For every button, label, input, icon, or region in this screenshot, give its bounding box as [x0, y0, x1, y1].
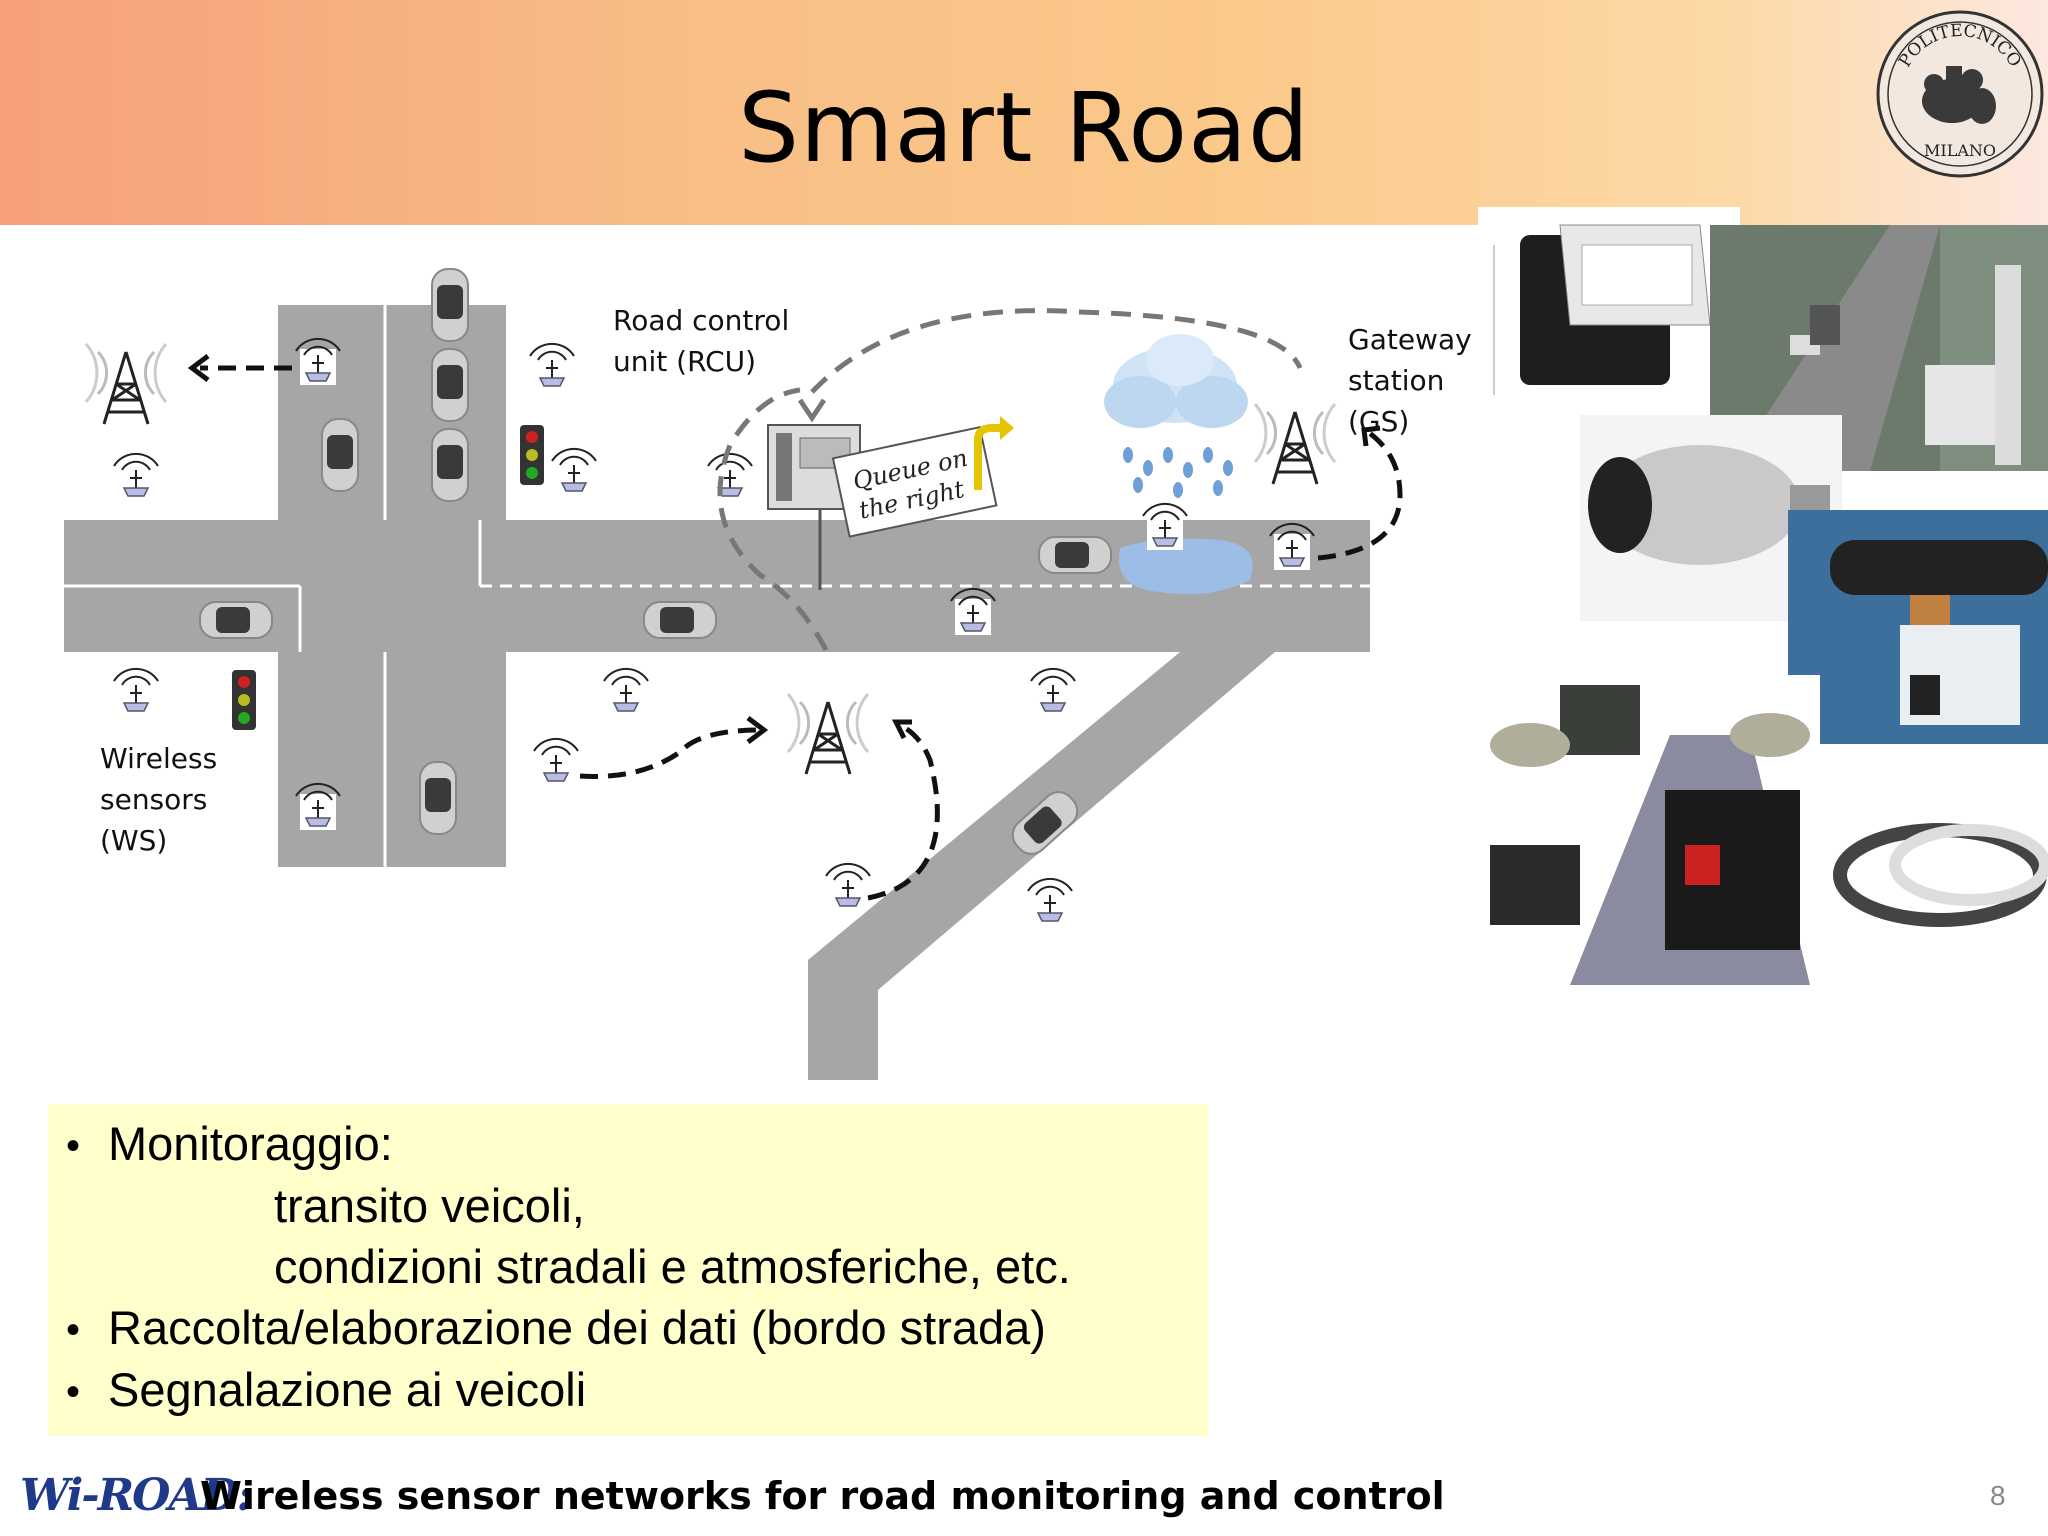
water-puddle — [1118, 538, 1253, 595]
footer-text: Wireless sensor networks for road monito… — [200, 1474, 1445, 1518]
antenna-tower-icon — [1253, 402, 1337, 486]
bullet-1-marker: • — [66, 1124, 81, 1168]
antenna-tower-icon — [786, 692, 870, 776]
bullet-1-sub2: condizioni stradali e atmosferiche, etc. — [274, 1240, 1071, 1293]
gs-label-line2: station — [1348, 364, 1445, 397]
ws-label-line1: Wireless — [100, 742, 218, 775]
rcu-label-line2: unit (RCU) — [613, 345, 757, 378]
gs-label-line3: (GS) — [1348, 405, 1410, 438]
communication-links — [187, 308, 1403, 901]
bullet-1-sub1: transito veicoli, — [274, 1179, 585, 1232]
antenna-tower-icon — [84, 342, 168, 426]
title-banner — [0, 0, 2048, 225]
seal-bottom-text: MILANO — [1924, 141, 1996, 160]
smart-road-diagram: Queue on the right — [64, 268, 1403, 1080]
rcu-label: Road control unit (RCU) — [613, 300, 789, 382]
rain-cloud-icon — [1104, 334, 1248, 498]
wi-road-logo: Wi-ROAD: — [20, 1470, 253, 1521]
gs-label: Gateway station (GS) — [1348, 319, 1472, 442]
photo-cables — [1820, 765, 2048, 965]
queue-sign: Queue on the right — [831, 425, 998, 538]
bullet-3-text: Segnalazione ai veicoli — [108, 1363, 587, 1416]
slide-title: Smart Road — [738, 72, 1310, 184]
ws-label-line3: (WS) — [100, 824, 168, 857]
ws-label-line2: sensors — [100, 783, 208, 816]
page-number: 8 — [1990, 1480, 2006, 1511]
bullet-2-marker: • — [66, 1308, 81, 1352]
university-seal: POLITECNICO MILANO — [1876, 10, 2044, 178]
rcu-label-line1: Road control — [613, 304, 790, 337]
bullet-box: • Monitoraggio: transito veicoli, condiz… — [48, 1104, 1208, 1436]
bullet-2-text: Raccolta/elaborazione dei dati (bordo st… — [108, 1301, 1046, 1354]
bullet-1-text: Monitoraggio: — [108, 1117, 393, 1170]
traffic-light-icon — [232, 670, 256, 730]
traffic-light-icon — [520, 425, 544, 485]
gs-label-line1: Gateway — [1348, 323, 1472, 356]
sensor-photo-collage — [1478, 207, 2048, 985]
ws-label: Wireless sensors (WS) — [100, 738, 217, 861]
bullet-3-marker: • — [66, 1370, 81, 1414]
